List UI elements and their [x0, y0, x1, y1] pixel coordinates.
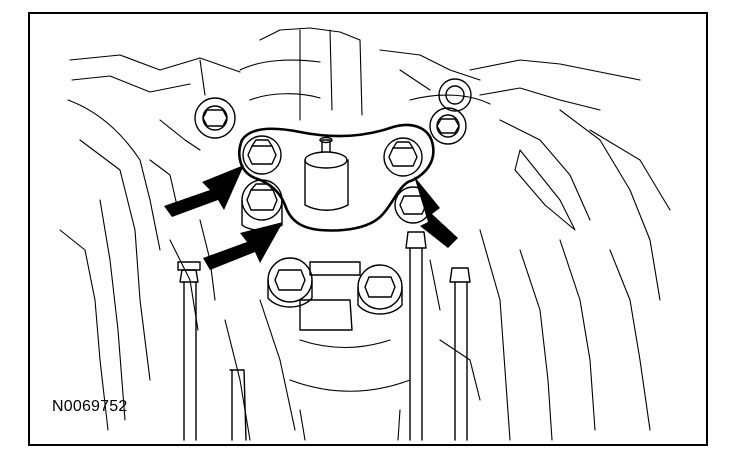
- engine-background-linework: [59, 27, 671, 441]
- arrow-lower-left: [203, 222, 283, 270]
- bolt-background-far-right: [438, 78, 472, 112]
- bolt-upper-right: [383, 137, 423, 177]
- stud-left: [177, 261, 201, 441]
- bracket-boss: [304, 159, 349, 211]
- stud-far-left: [229, 369, 247, 441]
- bolt-lower-left: [241, 179, 283, 231]
- arrow-right: [414, 176, 458, 248]
- bracket-boss-top: [304, 151, 348, 169]
- bracket-plate: [238, 123, 435, 232]
- figure-frame: [28, 12, 708, 446]
- bolt-background-upper-right: [429, 107, 467, 145]
- arrow-upper-left: [164, 165, 244, 217]
- bolt-upper-left: [242, 135, 282, 175]
- center-lower-block: [299, 299, 353, 331]
- center-block: [309, 261, 361, 276]
- stud-right: [449, 267, 471, 441]
- bolt-bottom-right: [357, 264, 403, 315]
- bracket-pin: [321, 139, 331, 153]
- bolt-bottom-left: [267, 257, 313, 308]
- stud-center: [405, 231, 427, 441]
- bolt-background-upper-left: [194, 97, 236, 139]
- figure-id-label: N0069752: [52, 398, 128, 415]
